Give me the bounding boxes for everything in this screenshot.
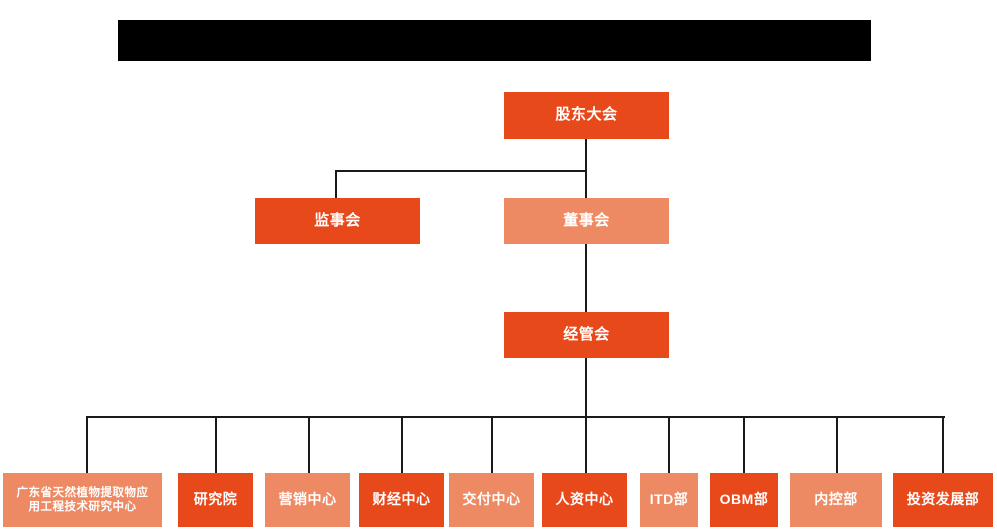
connector-drop-dept-2 [308, 416, 310, 473]
connector-shareholders-stem [585, 139, 587, 172]
node-dept-internal-control-label: 内控部 [814, 491, 858, 508]
node-shareholders-meeting-label: 股东大会 [555, 106, 618, 124]
node-dept-internal-control[interactable]: 内控部 [790, 473, 882, 527]
node-dept-investment-development-label: 投资发展部 [906, 491, 980, 508]
node-board-of-supervisors[interactable]: 监事会 [255, 198, 420, 244]
connector-management-stem [585, 358, 587, 417]
node-board-of-supervisors-label: 监事会 [314, 211, 361, 229]
connector-drop-dept-5 [585, 416, 587, 473]
connector-drop-dept-6 [668, 416, 670, 473]
node-dept-finance-center[interactable]: 财经中心 [359, 473, 444, 527]
node-management-committee[interactable]: 经管会 [504, 312, 669, 358]
node-dept-research-institute[interactable]: 研究院 [178, 473, 253, 527]
connector-drop-dept-1 [215, 416, 217, 473]
connector-drop-dept-9 [942, 416, 944, 473]
connector-drop-dept-3 [401, 416, 403, 473]
connector-drop-dept-7 [743, 416, 745, 473]
node-dept-guangdong-research-center[interactable]: 广东省天然植物提取物应 用工程技术研究中心 [3, 473, 162, 527]
node-management-committee-label: 经管会 [563, 325, 610, 343]
node-dept-research-institute-label: 研究院 [193, 491, 238, 508]
node-dept-marketing-center[interactable]: 营销中心 [265, 473, 350, 527]
connector-directors-drop [585, 170, 587, 198]
connector-shareholders-bus [335, 170, 587, 172]
node-dept-itd-label: ITD部 [649, 491, 689, 508]
node-shareholders-meeting[interactable]: 股东大会 [504, 92, 669, 139]
title-banner-redacted [118, 20, 871, 61]
node-dept-marketing-center-label: 营销中心 [278, 491, 337, 508]
node-dept-delivery-center-label: 交付中心 [462, 491, 521, 508]
node-dept-hr-center[interactable]: 人资中心 [542, 473, 627, 527]
node-dept-finance-center-label: 财经中心 [372, 491, 431, 508]
node-dept-investment-development[interactable]: 投资发展部 [893, 473, 993, 527]
connector-supervisors-drop [335, 170, 337, 198]
node-dept-hr-center-label: 人资中心 [555, 491, 614, 508]
connector-drop-dept-8 [836, 416, 838, 473]
node-dept-guangdong-research-center-label-line1: 广东省天然植物提取物应 [16, 486, 149, 499]
node-board-of-directors[interactable]: 董事会 [504, 198, 669, 244]
node-board-of-directors-label: 董事会 [563, 211, 610, 229]
node-dept-obm[interactable]: OBM部 [710, 473, 778, 527]
node-dept-itd[interactable]: ITD部 [640, 473, 698, 527]
connector-department-bus [86, 416, 945, 418]
node-dept-obm-label: OBM部 [719, 491, 769, 508]
connector-drop-dept-0 [86, 416, 88, 473]
node-dept-guangdong-research-center-label-line2: 用工程技术研究中心 [28, 501, 137, 513]
connector-directors-to-management [585, 244, 587, 312]
node-dept-delivery-center[interactable]: 交付中心 [449, 473, 534, 527]
connector-drop-dept-4 [491, 416, 493, 473]
